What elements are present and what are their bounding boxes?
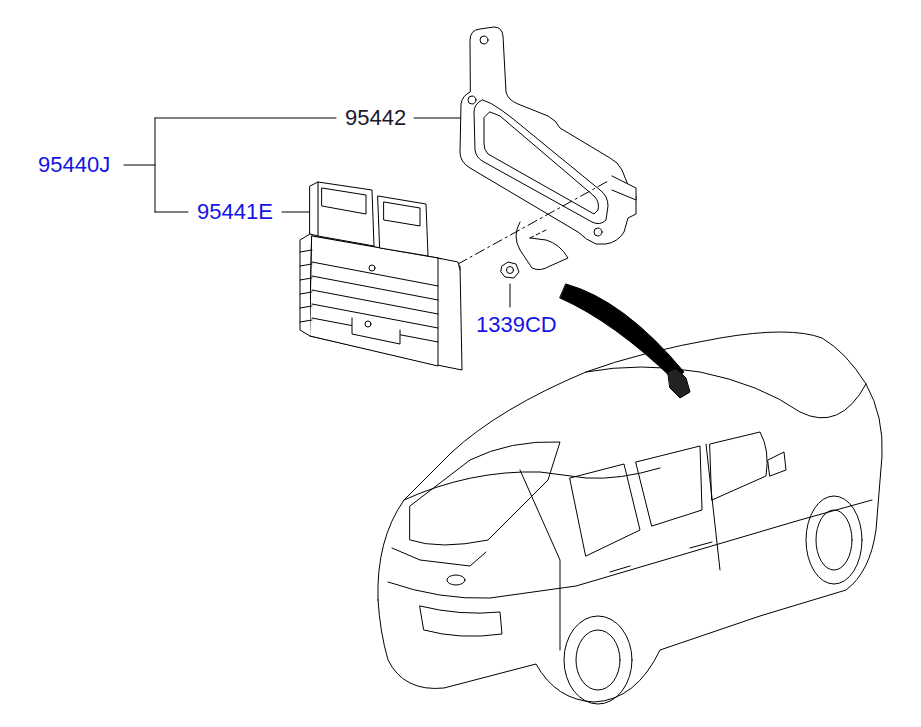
part-number: 95441E <box>195 200 275 224</box>
mounting-bracket <box>460 27 636 270</box>
part-number: 1339CD <box>474 313 559 337</box>
location-marker <box>668 368 690 398</box>
location-pointer <box>560 284 684 380</box>
assembly-number: 95440J <box>36 153 112 177</box>
vehicle <box>378 332 882 704</box>
nut <box>501 262 519 278</box>
ecu-unit <box>300 182 462 370</box>
part-number: 95442 <box>343 106 408 130</box>
center-line <box>458 180 610 264</box>
